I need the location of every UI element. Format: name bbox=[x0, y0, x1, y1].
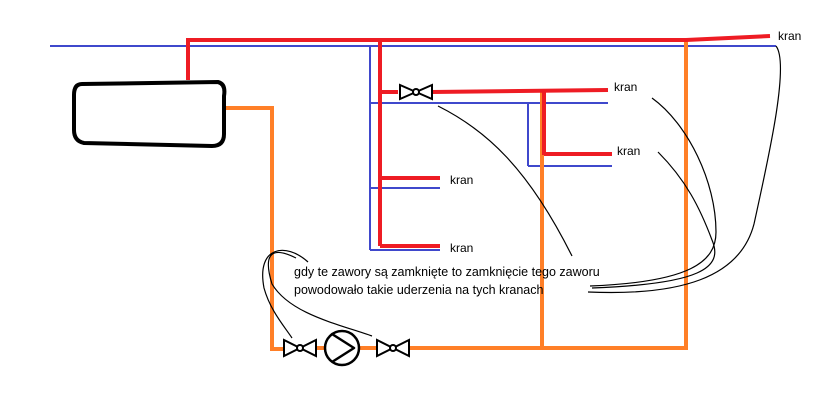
curve-to-kran-upper-middle bbox=[589, 97, 717, 287]
curve-to-kran-top-right bbox=[587, 45, 782, 294]
valve-icon[interactable] bbox=[399, 83, 433, 101]
note-line-2: powodowało takie uderzenia na tych krana… bbox=[294, 283, 544, 297]
pump-icon[interactable] bbox=[323, 329, 361, 367]
tank-icon bbox=[72, 80, 227, 148]
kran-label-top-right: kran bbox=[778, 29, 801, 43]
valve-icon[interactable] bbox=[283, 338, 317, 358]
valve-icon[interactable] bbox=[376, 338, 410, 358]
kran-label-left-lower: kran bbox=[450, 241, 473, 255]
curve-to-left-valve bbox=[262, 249, 309, 339]
hot-branch-upper bbox=[431, 88, 609, 94]
hot-main-line bbox=[188, 34, 771, 42]
annotation-curves bbox=[262, 45, 782, 339]
curve-to-right-valve bbox=[267, 252, 373, 337]
curve-to-top-valve bbox=[437, 105, 573, 257]
cold-water-pipes bbox=[50, 45, 776, 251]
kran-label-upper-middle: kran bbox=[614, 80, 637, 94]
kran-label-middle-right: kran bbox=[617, 144, 640, 158]
circulation-from-tank bbox=[226, 106, 284, 351]
kran-label-left-upper: kran bbox=[450, 173, 473, 187]
hot-water-pipes bbox=[186, 34, 771, 248]
curve-to-kran-middle-right bbox=[591, 151, 716, 289]
note-line-1: gdy te zawory są zamknięte to zamknięcie… bbox=[294, 265, 600, 279]
